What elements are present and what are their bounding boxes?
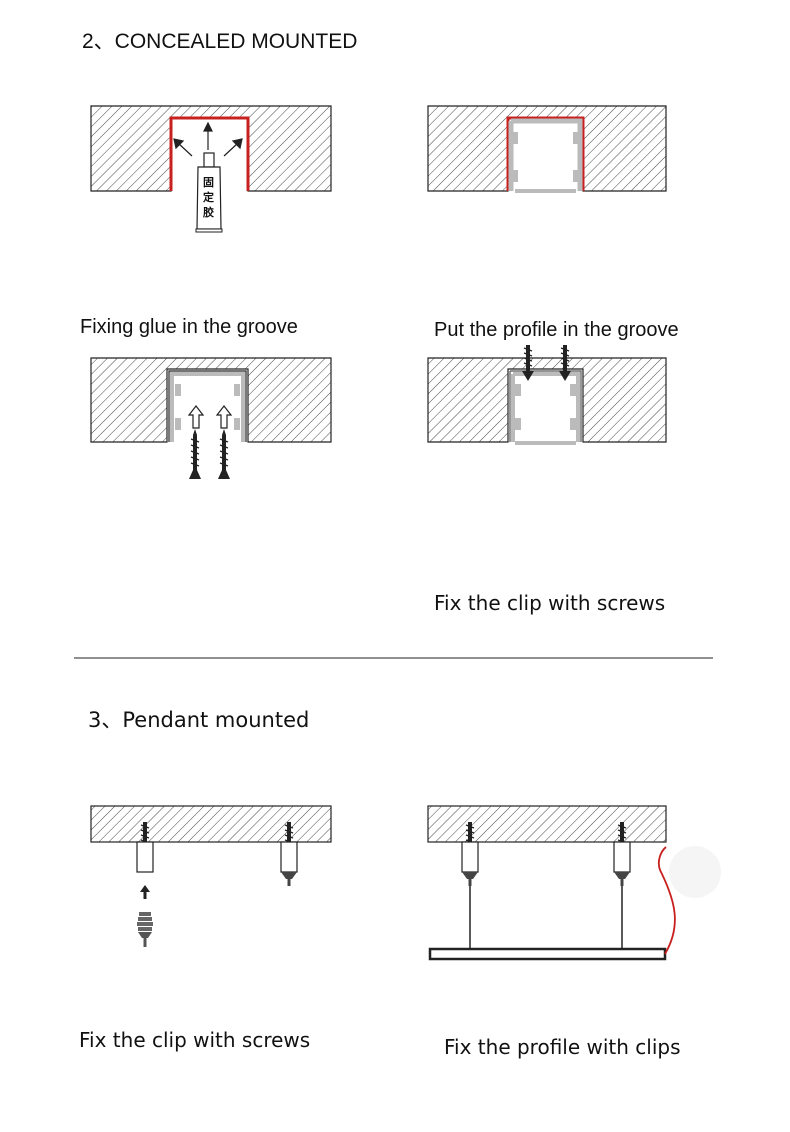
glue-label-char: 固 — [203, 176, 214, 189]
panel-profile-clips — [427, 805, 721, 961]
section-heading-concealed: 2、CONCEALED MOUNTED — [82, 30, 358, 53]
cable-highlight — [669, 846, 721, 898]
wall-block — [427, 357, 667, 443]
screw-icon — [188, 428, 202, 480]
glue-line — [169, 116, 250, 191]
pendant-profile — [428, 947, 667, 961]
glue-arrows — [173, 121, 243, 157]
power-cable — [657, 846, 676, 955]
section-heading-pendant: 3、Pendant mounted — [88, 708, 310, 732]
suspension-plug-icon — [137, 912, 153, 947]
arrow-up-icon — [188, 405, 204, 429]
ceiling-block — [90, 805, 332, 843]
glue-label-char: 定 — [203, 191, 214, 204]
caption-clip-screws: Fix the clip with screws — [434, 591, 666, 615]
arrow-up-icon — [140, 885, 150, 899]
panel-glue-in-groove — [90, 105, 332, 233]
glue-label-char: 胶 — [203, 206, 214, 219]
ceiling-block — [427, 805, 667, 843]
mounting-clip — [511, 372, 580, 442]
panel-clip-fixed — [427, 344, 667, 445]
wall-block — [90, 357, 332, 443]
clip-block — [461, 841, 479, 887]
caption-glue: Fixing glue in the groove — [80, 316, 298, 338]
panel-clip-insert — [90, 357, 332, 480]
clip-block — [280, 841, 298, 887]
panel-pendant-clip — [90, 805, 332, 947]
caption-pendant-clip-screws: Fix the clip with screws — [79, 1028, 311, 1052]
mounting-clip — [170, 372, 245, 442]
caption-profile-clips: Fix the profile with clips — [444, 1035, 681, 1059]
glue-tube-icon — [195, 152, 223, 233]
panel-profile-in-groove — [427, 105, 667, 193]
clip-block — [136, 841, 154, 873]
glue-line — [506, 116, 585, 191]
aluminium-profile — [508, 118, 583, 191]
caption-profile: Put the profile in the groove — [434, 319, 679, 341]
arrow-up-icon — [216, 405, 232, 429]
clip-block — [613, 841, 631, 887]
screw-icon — [217, 428, 231, 480]
